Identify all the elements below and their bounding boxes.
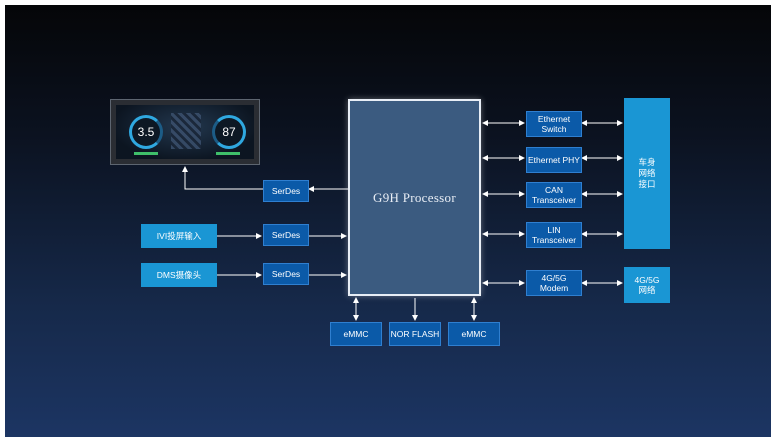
- emmc-right-label: eMMC: [461, 329, 487, 339]
- left-gauge: 3.5: [129, 115, 163, 149]
- nor-flash-box: NOR FLASH: [389, 322, 441, 346]
- nor-flash-label: NOR FLASH: [390, 329, 440, 339]
- ethernet-phy-box: Ethernet PHY: [526, 147, 582, 173]
- cluster-screen: 3.5 87: [116, 105, 254, 159]
- lin-transceiver-box: LIN Transceiver: [526, 222, 582, 248]
- dms-camera-label: DMS摄像头: [156, 270, 202, 280]
- ethernet-phy-label: Ethernet PHY: [528, 155, 580, 165]
- serdes-bottom-box: SerDes: [263, 263, 309, 285]
- serdes-mid-box: SerDes: [263, 224, 309, 246]
- modem-box: 4G/5G Modem: [526, 270, 582, 296]
- right-gauge: 87: [212, 115, 246, 149]
- connection-lines: [182, 120, 623, 321]
- serdes-mid-label: SerDes: [271, 230, 301, 240]
- diagram-slide: 3.5 87 G9H Processor IVI投屏输入 DMS摄像头 SerD…: [5, 5, 771, 437]
- ethernet-switch-label: Ethernet Switch: [537, 114, 571, 134]
- serdes-top-box: SerDes: [263, 180, 309, 202]
- serdes-bottom-label: SerDes: [271, 269, 301, 279]
- ivi-input-label: IVI投屏输入: [156, 231, 202, 241]
- cellular-network-box: 4G/5G 网络: [624, 267, 670, 303]
- dms-camera-box: DMS摄像头: [141, 263, 217, 287]
- modem-label: 4G/5G Modem: [539, 273, 569, 293]
- body-network-interface-label: 车身 网络 接口: [638, 157, 656, 189]
- serdes-top-label: SerDes: [271, 186, 301, 196]
- can-transceiver-label: CAN Transceiver: [531, 185, 577, 205]
- emmc-left-label: eMMC: [343, 329, 369, 339]
- cluster-center-graphic: [171, 113, 201, 149]
- cellular-network-label: 4G/5G 网络: [634, 275, 660, 295]
- right-gauge-value: 87: [222, 125, 236, 139]
- ethernet-switch-box: Ethernet Switch: [526, 111, 582, 137]
- ivi-input-box: IVI投屏输入: [141, 224, 217, 248]
- processor-label: G9H Processor: [373, 189, 456, 205]
- body-network-interface-box: 车身 网络 接口: [624, 98, 670, 249]
- right-gauge-bar: [216, 152, 240, 155]
- emmc-left-box: eMMC: [330, 322, 382, 346]
- left-gauge-bar: [134, 152, 158, 155]
- processor-block: G9H Processor: [348, 99, 481, 296]
- emmc-right-box: eMMC: [448, 322, 500, 346]
- lin-transceiver-label: LIN Transceiver: [531, 225, 577, 245]
- left-gauge-value: 3.5: [137, 125, 155, 139]
- instrument-cluster-image: 3.5 87: [110, 99, 260, 165]
- can-transceiver-box: CAN Transceiver: [526, 182, 582, 208]
